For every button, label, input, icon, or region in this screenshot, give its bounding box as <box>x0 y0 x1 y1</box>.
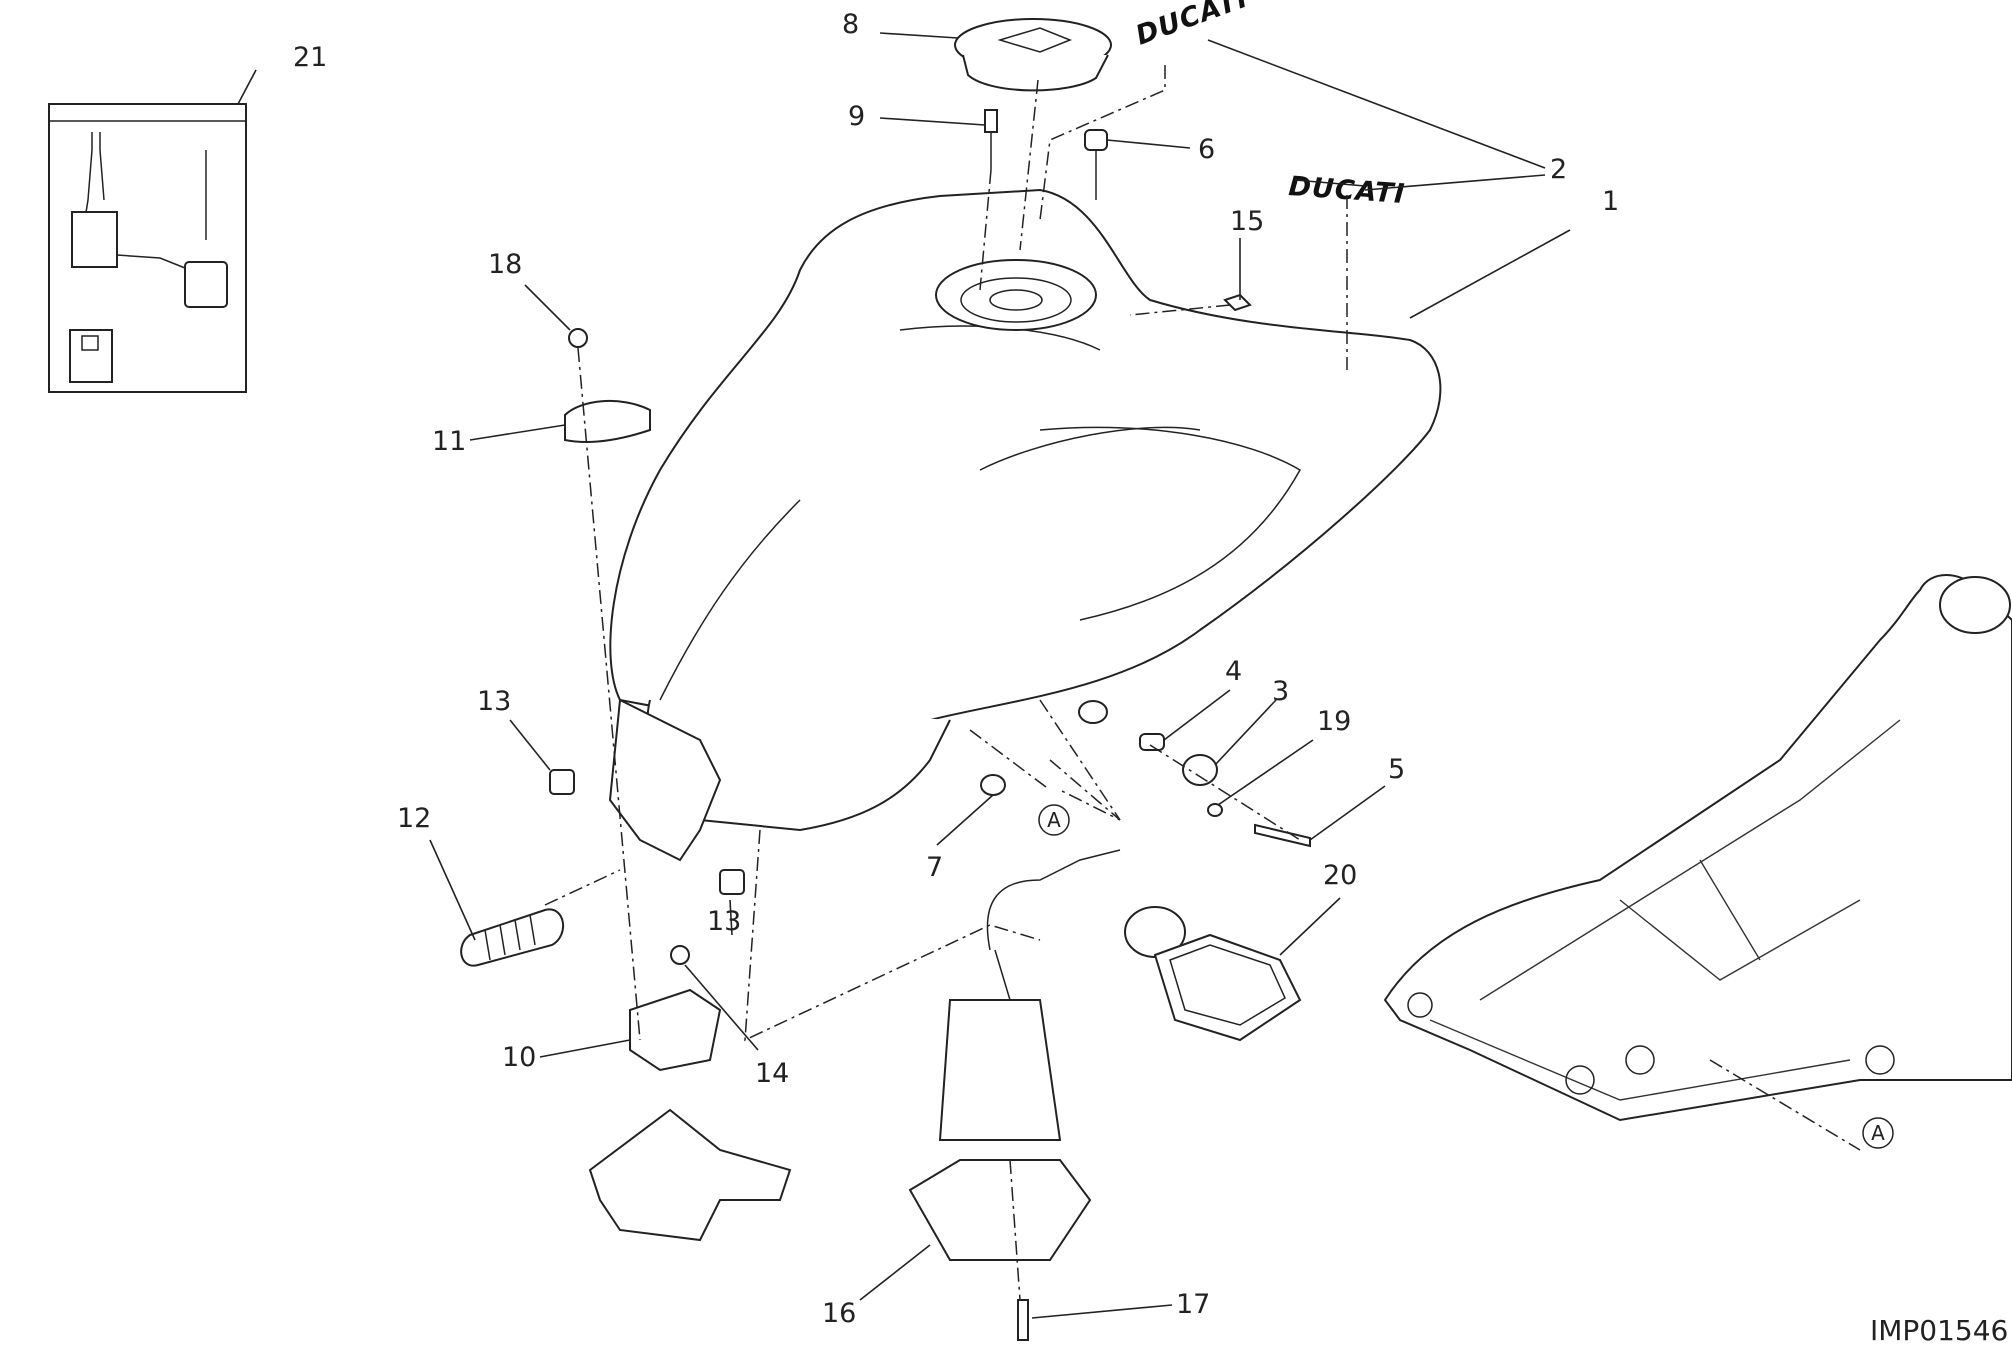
callout-15: 15 <box>1230 206 1264 237</box>
svg-text:A: A <box>1047 808 1061 832</box>
callout-13-lower: 13 <box>707 906 741 937</box>
callout-6: 6 <box>1198 134 1215 165</box>
callout-13-upper: 13 <box>477 686 511 717</box>
assembly-lines <box>544 65 1861 1301</box>
clip-15 <box>1223 293 1252 312</box>
spacer-13-upper <box>549 769 575 795</box>
fuel-pump-kit-box <box>48 103 247 393</box>
screw-17 <box>1017 1299 1029 1341</box>
view-marker-a-left: A <box>1038 804 1070 836</box>
frame <box>1383 574 2012 1122</box>
rubber-grip-12 <box>460 908 565 967</box>
screw-9 <box>984 109 998 170</box>
callout-11: 11 <box>432 426 466 457</box>
grommet-7 <box>980 774 1006 796</box>
callout-9: 9 <box>848 101 865 132</box>
seal-20 <box>1153 933 1302 1042</box>
diagram-code: IMP01546 <box>1870 1314 2008 1347</box>
callout-1: 1 <box>1602 186 1619 217</box>
grommet-6 <box>1084 129 1108 200</box>
callout-7: 7 <box>926 852 943 883</box>
fuel-pump-16 <box>908 849 1186 1261</box>
spacer-13-lower <box>719 869 745 895</box>
callout-14: 14 <box>755 1058 789 1089</box>
callout-2: 2 <box>1550 154 1567 185</box>
callout-12: 12 <box>397 803 431 834</box>
callout-17: 17 <box>1176 1289 1210 1320</box>
view-marker-a-right: A <box>1862 1117 1894 1149</box>
damper-3 <box>1182 754 1218 786</box>
callout-3: 3 <box>1272 676 1289 707</box>
screw-14 <box>670 945 690 965</box>
leader-lines <box>237 32 1571 1319</box>
filler-cap <box>954 18 1112 92</box>
callout-16: 16 <box>822 1298 856 1329</box>
callout-labels: 1 2 3 4 5 6 7 8 9 10 11 12 13 13 14 15 1… <box>293 9 1619 1329</box>
plate-bracket <box>588 1108 792 1242</box>
bracket-11 <box>564 399 651 443</box>
callout-18: 18 <box>488 249 522 280</box>
screw-5 <box>1254 823 1311 848</box>
callout-8: 8 <box>842 9 859 40</box>
front-bracket <box>608 698 722 862</box>
bushing-4 <box>1139 733 1165 751</box>
logo-underline <box>1294 179 1366 187</box>
ducati-logo-top: DUCATI <box>1132 0 1252 52</box>
bracket-10 <box>629 988 722 1072</box>
washer-19 <box>1207 803 1223 817</box>
fuel-tank <box>609 188 1442 832</box>
grommet-right <box>1078 700 1108 724</box>
svg-text:A: A <box>1871 1121 1885 1145</box>
callout-10: 10 <box>502 1042 536 1073</box>
callout-4: 4 <box>1225 656 1242 687</box>
callout-21: 21 <box>293 42 327 73</box>
screw-18 <box>568 328 588 348</box>
callout-20: 20 <box>1323 860 1357 891</box>
callout-19: 19 <box>1317 706 1351 737</box>
callout-5: 5 <box>1388 754 1405 785</box>
